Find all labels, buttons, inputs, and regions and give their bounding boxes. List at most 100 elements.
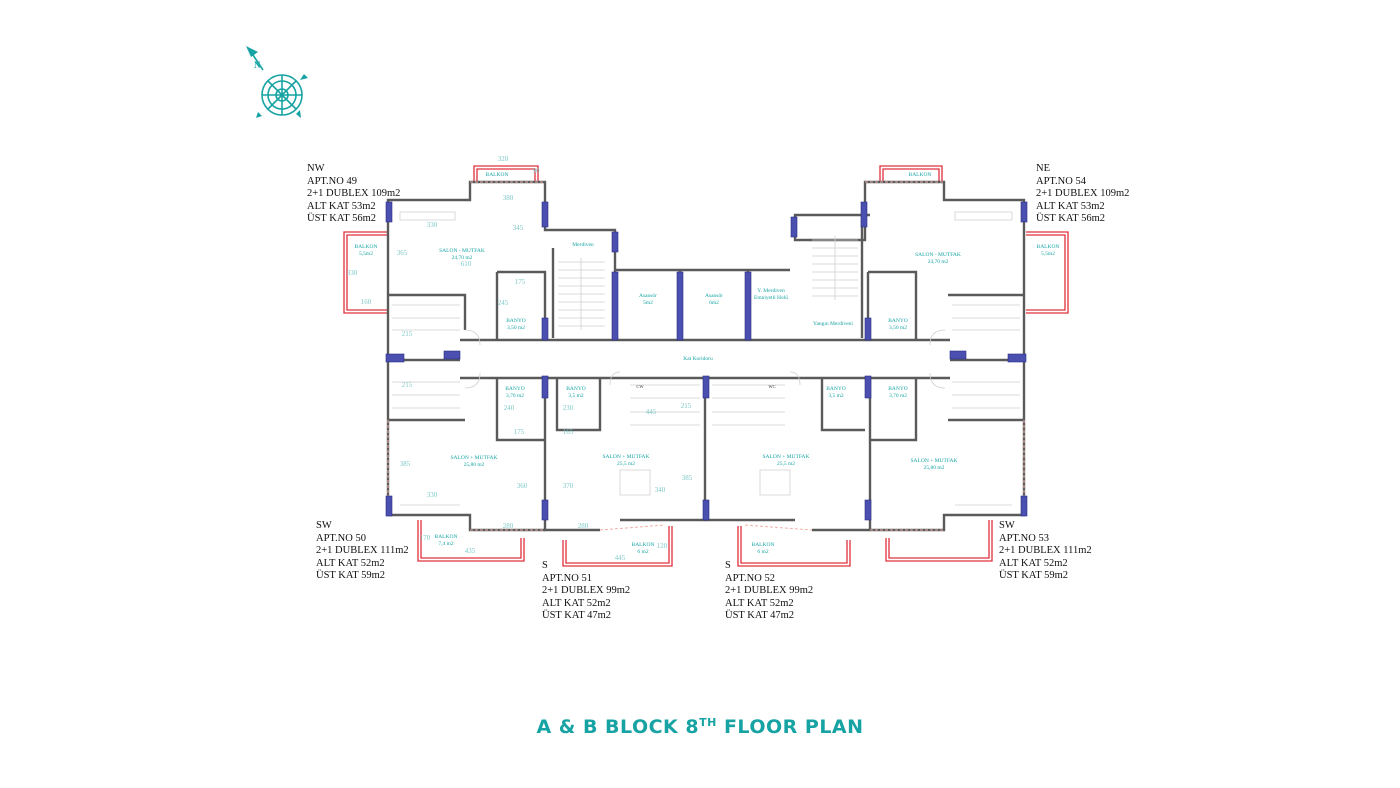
room-sw-salon-area: 25,80 m2 — [464, 462, 485, 468]
apt-type: 2+1 DUBLEX 99m2 — [725, 585, 814, 596]
room-asansor-2-area: 6m2 — [709, 300, 719, 306]
dim-445b: 445 — [646, 408, 657, 416]
room-koridor: Kat Koridoru — [683, 356, 713, 362]
room-se-salon-area: 25,80 m2 — [924, 465, 945, 471]
apt-alt-kat: ALT KAT 52m2 — [999, 557, 1068, 569]
dim-230: 230 — [563, 404, 574, 412]
room-sw-balkon: BALKON — [435, 534, 458, 540]
apt-orientation: SW — [316, 520, 332, 531]
apartment-label-nw: NW APT.NO 49 2+1 DUBLEX 109m2 ALT KAT 53… — [307, 163, 400, 226]
apt-type: 2+1 DUBLEX 109m2 — [307, 188, 401, 199]
room-sw-balkon-area: 7,4 m2 — [438, 541, 454, 547]
room-labels: SALON - MUTFAK 24,70 m2 BALKON 5,5m2 BAL… — [355, 172, 1060, 555]
apt-number: APT.NO 50 — [316, 532, 366, 544]
room-s2-salon: SALON + MUTFAK — [762, 454, 809, 460]
compass-icon: N — [246, 46, 308, 118]
room-ne-salon-area: 24,70 m2 — [928, 259, 949, 265]
room-nw-salon-area: 24,70 m2 — [452, 255, 473, 261]
dim-170: 170 — [420, 534, 431, 542]
room-wc-1: CW — [636, 384, 644, 389]
room-s1-salon-area: 25,5 m2 — [617, 461, 635, 467]
room-ne-banyo: BANYO — [888, 318, 908, 324]
apt-ust-kat: ÜST KAT 59m2 — [999, 570, 1069, 581]
apt-type: 2+1 DUBLEX 109m2 — [1036, 188, 1130, 199]
dim-365: 365 — [397, 249, 408, 257]
dim-340: 340 — [655, 486, 666, 494]
dim-385a: 385 — [400, 460, 411, 468]
dim-435: 435 — [465, 547, 476, 555]
dim-90: 90 — [533, 167, 541, 175]
apt-number: APT.NO 52 — [725, 572, 775, 584]
dim-370: 370 — [563, 482, 574, 490]
room-ymerdiven-1: Y. Merdiven — [757, 288, 785, 294]
apt-type: 2+1 DUBLEX 111m2 — [316, 545, 409, 556]
dim-245: 245 — [498, 299, 509, 307]
room-ne-banyo-area: 3,50 m2 — [889, 325, 907, 331]
dim-330b: 330 — [347, 269, 358, 277]
walls — [386, 180, 1026, 532]
room-s1-banyo: BANYO — [566, 386, 586, 392]
room-nw-balkon-top: BALKON — [486, 172, 509, 178]
dim-360: 360 — [517, 482, 528, 490]
title-superscript: TH — [699, 716, 717, 729]
title-prefix: A & B BLOCK 8 — [536, 716, 700, 738]
apt-alt-kat: ALT KAT 52m2 — [316, 557, 385, 569]
dim-610: 610 — [461, 260, 472, 268]
room-s2-banyo-area: 3,5 m2 — [828, 393, 844, 399]
room-s2-balkon-area: 6 m2 — [757, 549, 768, 555]
dim-330a: 330 — [427, 221, 438, 229]
dim-175: 175 — [515, 278, 526, 286]
interior-details — [392, 211, 1020, 506]
room-ne-salon: SALON - MUTFAK — [915, 252, 961, 258]
room-wc-2: WC — [768, 384, 775, 389]
room-sw-banyo: BANYO — [505, 386, 525, 392]
room-ne-balkon-side: BALKON — [1037, 244, 1060, 250]
room-s2-salon-area: 25,5 m2 — [777, 461, 795, 467]
apt-alt-kat: ALT KAT 52m2 — [542, 597, 611, 609]
dim-240: 240 — [504, 404, 515, 412]
apt-ust-kat: ÜST KAT 47m2 — [542, 610, 612, 621]
room-nw-salon: SALON - MUTFAK — [439, 248, 485, 254]
page-title: A & B BLOCK 8TH FLOOR PLAN — [0, 716, 1400, 738]
apt-alt-kat: ALT KAT 53m2 — [307, 200, 376, 212]
dim-280a: 280 — [503, 522, 514, 530]
room-asansor-2: Asansör — [705, 293, 723, 299]
compass-north-letter: N — [254, 60, 261, 70]
dim-445: 445 — [615, 554, 626, 562]
room-merdiven: Merdiven — [572, 242, 594, 248]
apt-type: 2+1 DUBLEX 111m2 — [999, 545, 1092, 556]
apt-orientation: NW — [307, 163, 325, 174]
apt-number: APT.NO 51 — [542, 572, 592, 584]
room-s1-balkon: BALKON — [632, 542, 655, 548]
room-se-banyo-area: 3,70 m2 — [889, 393, 907, 399]
apartment-label-s-52: S APT.NO 52 2+1 DUBLEX 99m2 ALT KAT 52m2… — [725, 560, 813, 623]
apt-ust-kat: ÜST KAT 59m2 — [316, 570, 386, 581]
apt-ust-kat: ÜST KAT 56m2 — [1036, 213, 1106, 224]
room-s1-balkon-area: 6 m2 — [637, 549, 648, 555]
room-s2-balkon: BALKON — [752, 542, 775, 548]
apt-number: APT.NO 53 — [999, 532, 1049, 544]
apt-number: APT.NO 54 — [1036, 175, 1086, 187]
balconies — [343, 165, 1069, 567]
dim-330c: 330 — [427, 491, 438, 499]
room-sw-banyo-area: 3,70 m2 — [506, 393, 524, 399]
dim-120: 120 — [657, 542, 668, 550]
room-nw-banyo: BANYO — [506, 318, 526, 324]
apt-orientation: NE — [1036, 163, 1050, 174]
dim-215a: 215 — [402, 330, 413, 338]
room-s1-salon: SALON + MUTFAK — [602, 454, 649, 460]
dim-215c: 215 — [681, 402, 692, 410]
room-yangin: Yangın Merdiveni — [813, 321, 853, 327]
apt-alt-kat: ALT KAT 52m2 — [725, 597, 794, 609]
apt-type: 2+1 DUBLEX 99m2 — [542, 585, 631, 596]
dim-320: 320 — [498, 155, 509, 163]
dim-175b: 175 — [514, 428, 525, 436]
apt-number: APT.NO 49 — [307, 175, 357, 187]
room-ne-balkon-side-area: 5,5m2 — [1041, 251, 1055, 257]
apt-alt-kat: ALT KAT 53m2 — [1036, 200, 1105, 212]
room-nw-balkon-side: BALKON — [355, 244, 378, 250]
dim-160: 160 — [361, 298, 372, 306]
room-se-banyo: BANYO — [888, 386, 908, 392]
room-sw-salon: SALON + MUTFAK — [450, 455, 497, 461]
